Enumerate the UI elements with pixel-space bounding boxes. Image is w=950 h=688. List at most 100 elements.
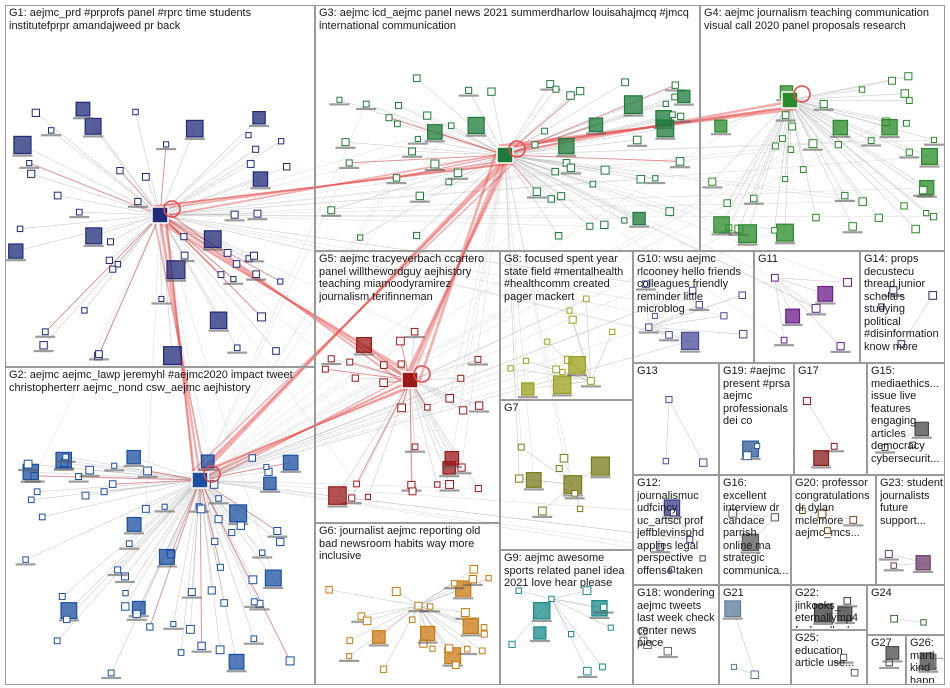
node[interactable] <box>58 593 66 600</box>
node[interactable] <box>645 323 653 331</box>
node[interactable] <box>802 396 812 406</box>
node[interactable] <box>478 647 486 655</box>
node-avatar[interactable] <box>533 626 547 640</box>
node[interactable] <box>327 206 336 215</box>
node-avatar[interactable] <box>203 230 222 249</box>
node[interactable] <box>207 586 216 595</box>
node[interactable] <box>285 656 295 666</box>
node[interactable] <box>919 185 928 195</box>
node[interactable] <box>750 670 759 679</box>
node[interactable] <box>517 443 525 451</box>
node[interactable] <box>812 213 820 222</box>
node[interactable] <box>669 111 676 119</box>
node[interactable] <box>541 127 548 135</box>
node-avatar[interactable] <box>588 117 604 132</box>
node[interactable] <box>888 76 896 85</box>
node-avatar[interactable] <box>228 653 245 670</box>
node[interactable] <box>62 453 69 461</box>
node[interactable] <box>325 586 333 594</box>
node[interactable] <box>460 608 470 617</box>
node[interactable] <box>487 87 496 96</box>
node[interactable] <box>107 238 114 246</box>
node[interactable] <box>841 191 849 200</box>
node[interactable] <box>414 135 421 142</box>
node[interactable] <box>321 365 329 373</box>
node[interactable] <box>771 227 778 234</box>
node[interactable] <box>571 490 579 497</box>
node[interactable] <box>858 197 868 206</box>
node[interactable] <box>459 406 468 415</box>
node-avatar[interactable] <box>532 601 551 620</box>
node[interactable] <box>408 487 417 496</box>
node[interactable] <box>582 586 592 596</box>
node[interactable] <box>884 549 893 558</box>
node[interactable] <box>396 336 405 346</box>
node[interactable] <box>830 442 838 450</box>
node[interactable] <box>600 603 608 612</box>
node[interactable] <box>867 137 875 144</box>
node[interactable] <box>843 277 852 287</box>
node[interactable] <box>429 645 436 652</box>
node[interactable] <box>215 495 222 502</box>
node[interactable] <box>391 587 401 596</box>
node[interactable] <box>771 142 779 150</box>
node[interactable] <box>665 396 673 404</box>
node-avatar[interactable] <box>13 135 32 155</box>
node-avatar[interactable] <box>590 456 611 476</box>
node[interactable] <box>621 217 628 224</box>
node[interactable] <box>228 529 236 537</box>
node[interactable] <box>445 178 453 186</box>
node[interactable] <box>566 307 573 314</box>
node[interactable] <box>559 453 569 463</box>
node[interactable] <box>576 505 584 513</box>
node[interactable] <box>397 403 406 413</box>
node[interactable] <box>799 166 807 173</box>
node-avatar[interactable] <box>785 308 801 324</box>
node[interactable] <box>215 645 225 655</box>
node[interactable] <box>779 135 786 143</box>
node[interactable] <box>161 503 168 510</box>
node[interactable] <box>463 645 471 653</box>
node-avatar[interactable] <box>677 89 691 104</box>
node[interactable] <box>379 378 388 387</box>
node[interactable] <box>33 488 41 496</box>
node[interactable] <box>357 234 364 241</box>
node[interactable] <box>252 145 260 153</box>
node[interactable] <box>283 163 291 171</box>
node[interactable] <box>230 210 239 219</box>
node-avatar[interactable] <box>724 600 742 618</box>
node[interactable] <box>424 404 431 411</box>
node[interactable] <box>100 488 108 496</box>
node[interactable] <box>392 174 401 182</box>
node[interactable] <box>817 509 827 519</box>
node[interactable] <box>848 222 857 231</box>
node[interactable] <box>781 111 790 119</box>
node[interactable] <box>362 100 370 108</box>
node[interactable] <box>754 443 761 449</box>
node[interactable] <box>671 81 679 89</box>
node[interactable] <box>607 624 614 631</box>
node[interactable] <box>245 132 252 139</box>
node[interactable] <box>114 566 122 574</box>
node[interactable] <box>532 187 542 196</box>
node[interactable] <box>909 441 916 449</box>
node[interactable] <box>336 96 343 103</box>
node[interactable] <box>878 303 885 310</box>
node[interactable] <box>81 491 90 500</box>
node[interactable] <box>900 89 910 98</box>
node[interactable] <box>23 459 33 469</box>
node[interactable] <box>662 457 670 465</box>
node[interactable] <box>900 202 908 210</box>
node-avatar[interactable] <box>328 486 347 505</box>
node[interactable] <box>636 174 646 184</box>
node[interactable] <box>708 177 717 186</box>
node[interactable] <box>457 374 465 382</box>
node[interactable] <box>196 504 206 514</box>
node-avatar[interactable] <box>185 119 204 138</box>
node[interactable] <box>346 358 354 366</box>
node[interactable] <box>480 630 488 638</box>
node[interactable] <box>263 463 270 470</box>
node[interactable] <box>341 138 350 147</box>
node[interactable] <box>272 347 280 355</box>
node[interactable] <box>362 616 372 626</box>
